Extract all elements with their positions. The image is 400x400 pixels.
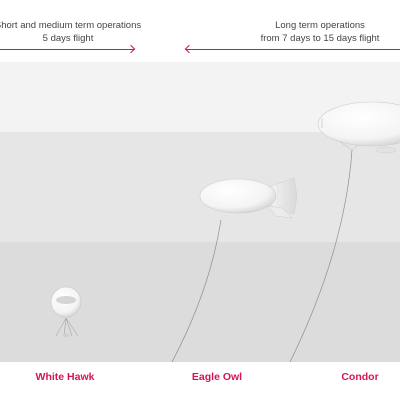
short-medium-term-title: Short and medium term operations xyxy=(0,20,142,31)
eagle-owl-label: Eagle Owl xyxy=(191,371,243,383)
long-term-title: Long term operations xyxy=(275,20,365,31)
altitude-band-mid xyxy=(0,132,400,242)
short-term-arrow xyxy=(0,49,134,50)
white-hawk-balloon-icon xyxy=(50,286,82,337)
short-medium-term-duration: 5 days flight xyxy=(42,33,94,44)
condor-label: Condor xyxy=(341,371,379,383)
condor-balloon-icon xyxy=(289,101,400,363)
long-term-duration: from 7 days to 15 days flight xyxy=(260,33,380,44)
long-term-label: Long term operations from 7 days to 15 d… xyxy=(236,19,400,45)
long-term-arrow xyxy=(186,49,400,50)
short-medium-term-label: Short and medium term operations 5 days … xyxy=(0,19,148,45)
altitude-band-top xyxy=(0,0,400,62)
eagle-owl-balloon-icon xyxy=(171,177,298,363)
white-hawk-label: White Hawk xyxy=(35,371,95,383)
ground-band xyxy=(0,362,400,400)
